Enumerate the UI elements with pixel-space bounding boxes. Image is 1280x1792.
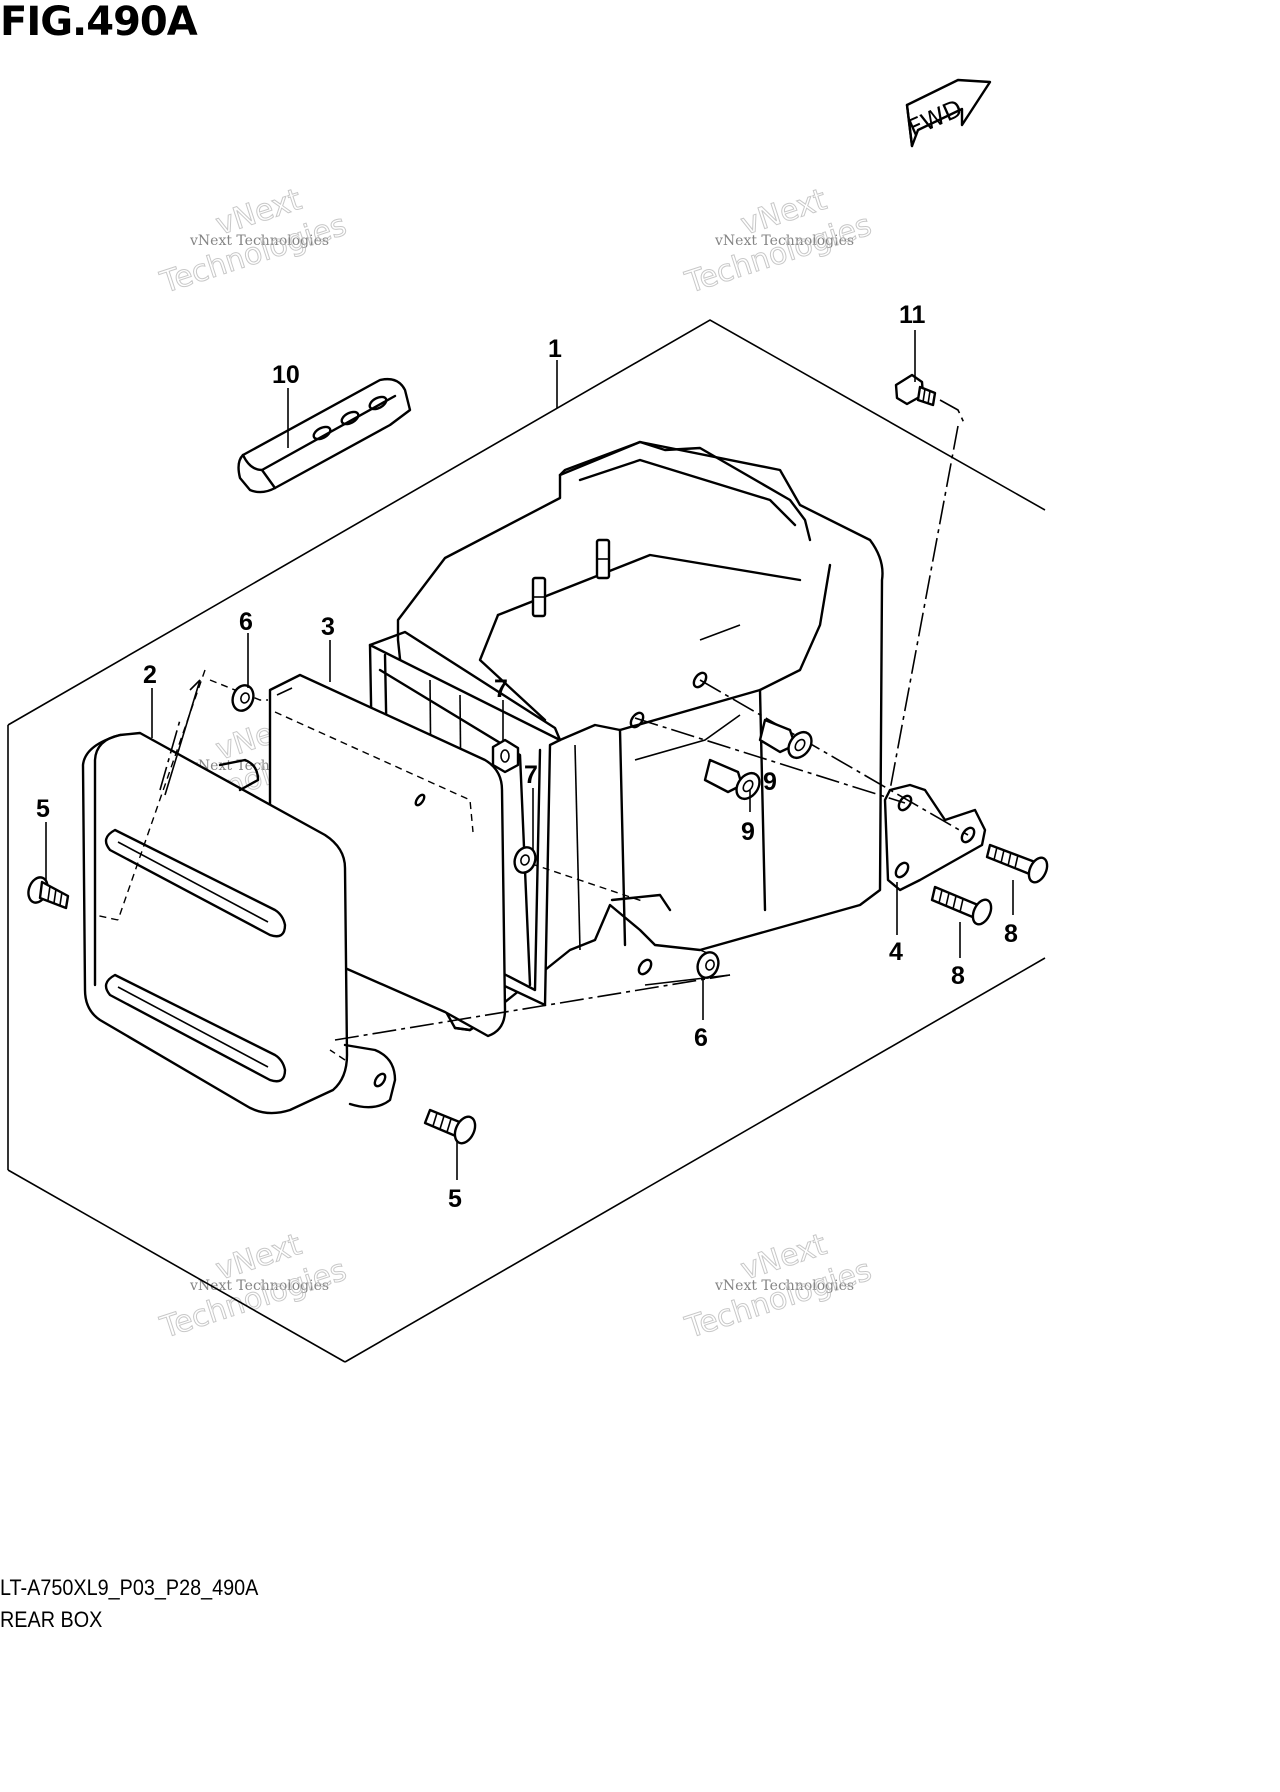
assembly-outline — [7, 319, 1046, 1363]
callout-8-right: 8 — [1004, 920, 1018, 948]
callout-4: 4 — [889, 938, 903, 966]
callout-2: 2 — [143, 661, 157, 689]
callout-3: 3 — [321, 613, 335, 641]
callout-5-left: 5 — [36, 795, 50, 823]
diagram-name: REAR BOX — [0, 1607, 103, 1632]
callout-8-lower: 8 — [951, 962, 965, 990]
rear-box-lid — [81, 731, 397, 1115]
assembly-leader-lines — [94, 399, 969, 1061]
callout-9-lower: 9 — [741, 818, 755, 846]
callout-5-lower: 5 — [448, 1185, 462, 1213]
callout-7-upper: 7 — [494, 675, 508, 703]
hinge-bar — [237, 377, 412, 494]
watermark: vNext Technologies vNext Technologies — [155, 1227, 351, 1347]
watermark-small: vNext Technologies — [189, 1278, 329, 1294]
watermark: vNext Technologies vNext Technologies — [155, 182, 351, 302]
watermark: vNext Technologies vNext Technologies — [680, 182, 876, 302]
nut-7-upper — [491, 738, 520, 774]
watermark: vNext Technologies vNext Technologies — [680, 1227, 876, 1347]
callout-6-upper: 6 — [239, 608, 253, 636]
watermark-small: vNext Technologies — [189, 233, 329, 249]
callout-7-lower: 7 — [524, 761, 538, 789]
callout-leaders — [45, 330, 1014, 1180]
collar-9-lower — [703, 758, 761, 801]
bolt-11 — [894, 373, 937, 407]
diagram-code: LT-A750XL9_P03_P28_490A — [0, 1575, 259, 1600]
screw-8-lower — [930, 885, 993, 926]
screw-5-left — [27, 876, 70, 910]
watermark-small: vNext Technologies — [714, 1278, 854, 1294]
callout-6-lower: 6 — [694, 1024, 708, 1052]
callout-11: 11 — [899, 301, 926, 329]
washer-6-lower — [696, 951, 720, 979]
screw-5-lower — [423, 1108, 477, 1145]
callout-9-upper: 9 — [763, 768, 777, 796]
callout-1: 1 — [548, 335, 562, 363]
fwd-arrow-icon: FWD — [904, 78, 992, 148]
mount-bracket — [883, 783, 987, 892]
screw-8-upper — [985, 843, 1049, 884]
watermark-small: vNext Technologies — [714, 233, 854, 249]
callout-10: 10 — [272, 361, 300, 389]
washer-6-upper — [231, 684, 255, 712]
callout-labels: 1 2 3 4 5 5 6 6 7 7 8 8 9 9 10 11 — [36, 301, 1018, 1213]
collar-9-upper — [758, 718, 813, 760]
figure-title: FIG.490A — [0, 0, 198, 45]
nut-7-lower — [513, 846, 537, 874]
